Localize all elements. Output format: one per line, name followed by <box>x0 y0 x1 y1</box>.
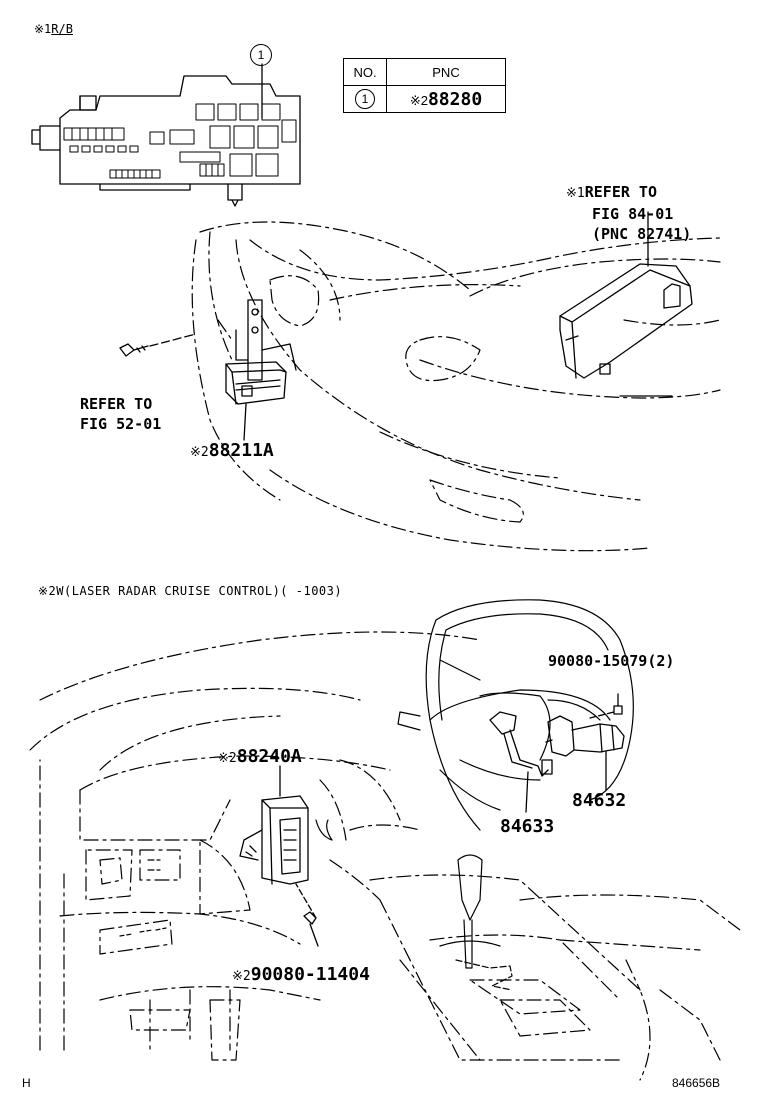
callout-1-text: 1 <box>257 48 265 62</box>
refer-left-line2: FIG 52-01 <box>80 415 162 433</box>
refer-right-line1: REFER TO <box>584 183 657 201</box>
part-label-84632: 84632 <box>572 790 627 811</box>
part-84632-drawing <box>545 693 625 791</box>
pnc-table: NO. PNC 1 ※288280 <box>343 58 506 113</box>
bolt-bottom-mark: ※2 <box>232 969 251 984</box>
refer-right-line3: (PNC 82741) <box>592 225 692 243</box>
footer-left-code: H <box>22 1076 31 1090</box>
pnc-row-no: 1 <box>343 85 387 113</box>
refer-fig-84-01: ※1REFER TO FIG 84-01 (PNC 82741) <box>566 182 691 244</box>
pnc-table-header: NO. PNC <box>343 58 506 86</box>
refer-fig-52-01: REFER TO FIG 52-01 <box>80 394 161 434</box>
refer-left-line1: REFER TO <box>80 395 153 413</box>
part-84633-drawing <box>489 711 553 813</box>
part-88211a-number: 88211A <box>208 440 274 461</box>
interior-drawing <box>29 631 741 1081</box>
rb-mark: ※1 <box>34 22 52 36</box>
part-88211a-drawing <box>119 299 297 441</box>
row-pnc-value: 88280 <box>427 88 483 110</box>
pnc-header-no: NO. <box>343 58 387 86</box>
part-88240a-number: 88240A <box>236 746 302 767</box>
rb-label: ※1R/B <box>34 22 73 36</box>
row-mark: ※2 <box>409 92 428 108</box>
part-88240a-mark: ※2 <box>218 751 237 766</box>
rb-text: R/B <box>51 22 73 36</box>
pnc-header-pnc: PNC <box>386 58 506 86</box>
part-88211a-mark: ※2 <box>190 445 209 460</box>
part-label-88211a: ※288211A <box>190 440 274 461</box>
pnc-row-pnc: ※288280 <box>386 85 506 113</box>
part-label-88240a: ※288240A <box>218 746 302 767</box>
part-label-84633: 84633 <box>500 816 555 837</box>
relay-block-drawing <box>31 63 301 207</box>
ecu-82741-drawing <box>559 211 693 397</box>
steering-wheel-drawing <box>397 599 634 831</box>
refer-right-mark: ※1 <box>566 186 585 201</box>
pnc-table-row: 1 ※288280 <box>343 85 506 113</box>
row-no-circle: 1 <box>355 89 375 109</box>
part-88240a-drawing <box>239 765 319 947</box>
bolt-bottom-number: 90080-11404 <box>250 964 370 985</box>
callout-1: 1 <box>250 44 272 66</box>
header-no-text: NO. <box>353 64 377 80</box>
refer-right-line2: FIG 84-01 <box>592 205 674 223</box>
part-label-90080-15079: 90080-15079(2) <box>548 652 675 670</box>
header-pnc-text: PNC <box>432 64 460 80</box>
footer-right-code: 846656B <box>672 1076 721 1090</box>
part-label-90080-11404: ※290080-11404 <box>232 964 370 985</box>
laser-radar-note: ※2W(LASER RADAR CRUISE CONTROL)( -1003) <box>38 584 343 598</box>
car-front-drawing <box>191 221 721 552</box>
